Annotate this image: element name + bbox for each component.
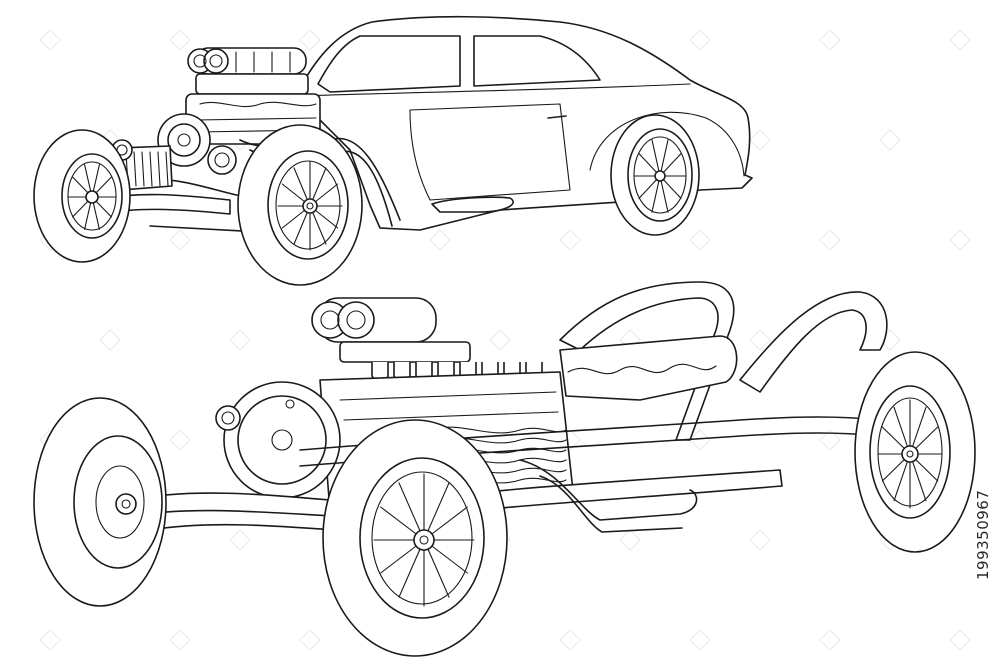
wheel-spoke bbox=[659, 139, 669, 177]
watermark-mark bbox=[949, 629, 971, 651]
watermark-mark bbox=[559, 229, 581, 251]
coupe-side-crease bbox=[299, 83, 691, 97]
roadster-front-right-wheel bbox=[322, 419, 508, 657]
watermark-mark bbox=[169, 429, 191, 451]
watermark-mark bbox=[619, 529, 641, 551]
coupe-door-handle bbox=[547, 115, 567, 119]
grille-bar bbox=[141, 151, 145, 187]
watermark-mark bbox=[689, 629, 711, 651]
watermark-mark bbox=[819, 229, 841, 251]
roadster-exhaust-pipes bbox=[519, 459, 698, 533]
watermark-mark bbox=[99, 329, 121, 351]
grille-bar bbox=[165, 151, 169, 187]
watermark-mark bbox=[169, 29, 191, 51]
coupe-blower bbox=[187, 47, 309, 95]
coupe-window-rear bbox=[473, 35, 601, 87]
roadster-blower bbox=[311, 297, 471, 363]
watermark-mark bbox=[749, 129, 771, 151]
coupe-front-axle bbox=[99, 193, 231, 215]
watermark-mark bbox=[749, 529, 771, 551]
grille-bar bbox=[149, 151, 153, 187]
wheel-spoke bbox=[651, 175, 661, 213]
hot-rod-coupe bbox=[33, 15, 753, 286]
watermark-mark bbox=[559, 629, 581, 651]
watermark-mark bbox=[299, 29, 321, 51]
roadster-rear-frame bbox=[739, 291, 888, 393]
watermark-mark bbox=[429, 229, 451, 251]
watermark-mark bbox=[949, 29, 971, 51]
watermark-mark bbox=[819, 29, 841, 51]
watermark-mark bbox=[689, 29, 711, 51]
roadster-seat bbox=[559, 335, 738, 401]
watermark-mark bbox=[879, 129, 901, 151]
watermark-mark bbox=[169, 629, 191, 651]
watermark-mark bbox=[689, 429, 711, 451]
coupe-window-front bbox=[317, 35, 461, 93]
wheel-spoke bbox=[651, 139, 661, 177]
watermark-mark bbox=[229, 529, 251, 551]
grille-bar bbox=[133, 151, 137, 187]
watermark-mark bbox=[489, 329, 511, 351]
watermark-mark bbox=[169, 229, 191, 251]
watermark-mark bbox=[39, 629, 61, 651]
watermark-mark bbox=[299, 629, 321, 651]
coupe-front-right-wheel bbox=[237, 124, 363, 286]
grille-bar bbox=[157, 151, 161, 187]
coupe-door bbox=[409, 103, 571, 201]
watermark-mark bbox=[229, 329, 251, 351]
watermark-mark bbox=[39, 29, 61, 51]
watermark-mark bbox=[689, 229, 711, 251]
stock-image-id: 199350967 bbox=[974, 489, 992, 581]
roadster-front-left-wheel bbox=[33, 397, 167, 607]
watermark-mark bbox=[949, 229, 971, 251]
hot-rod-roadster-chassis bbox=[33, 281, 976, 657]
watermark-mark bbox=[819, 629, 841, 651]
roadster-headlight bbox=[215, 405, 241, 431]
coupe-side-exhaust bbox=[431, 196, 514, 213]
coupe-rear-wheel bbox=[610, 114, 700, 236]
watermark-mark bbox=[749, 329, 771, 351]
coupe-front-left-wheel bbox=[33, 129, 131, 263]
header-pipe bbox=[429, 426, 567, 434]
roadster-rear-wheel bbox=[854, 351, 976, 553]
coupe-rear-fender bbox=[589, 111, 745, 177]
wheel-spoke bbox=[659, 175, 669, 213]
